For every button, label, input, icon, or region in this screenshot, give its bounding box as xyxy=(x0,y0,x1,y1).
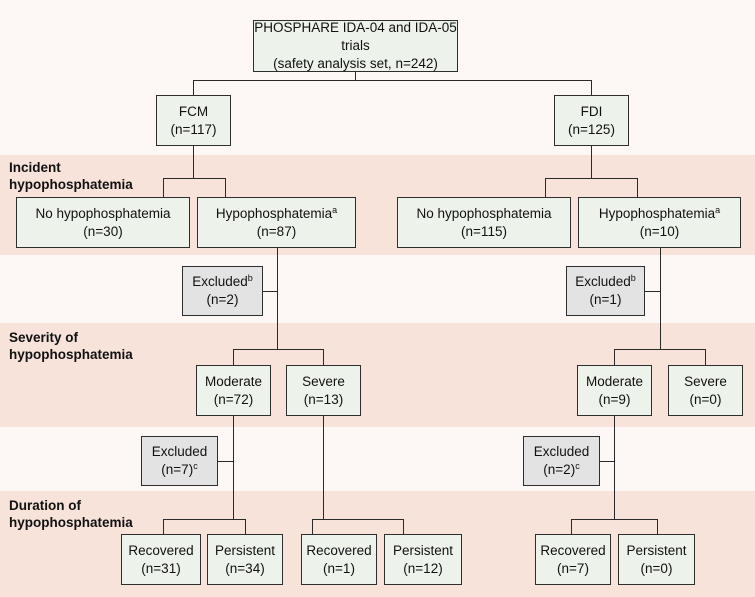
fcm-excluded-1-count: (n=2) xyxy=(206,292,239,307)
fdi-moderate-persistent-count: (n=0) xyxy=(640,560,673,576)
fcm-moderate-recovered-box: Recovered (n=31) xyxy=(121,534,201,585)
fcm-moderate-box: Moderate (n=72) xyxy=(196,365,271,416)
fcm-severe-persistent-box: Persistent (n=12) xyxy=(384,534,462,585)
fcm-moderate-persistent-count: (n=34) xyxy=(225,560,265,576)
fdi-no-hypo-count: (n=115) xyxy=(461,223,507,239)
fcm-excluded-2-label: Excluded xyxy=(151,444,208,459)
trials-title: PHOSPHARE IDA-04 and IDA-05 trials xyxy=(254,20,457,53)
fcm-arm-box: FCM (n=117) xyxy=(156,95,231,146)
fcm-excluded-1-box: Excludedb (n=2) xyxy=(182,266,263,316)
fdi-severe-label: Severe xyxy=(684,373,727,389)
section-label-duration: Duration of hypophosphatemia xyxy=(9,498,133,530)
fcm-no-hypo-count: (n=30) xyxy=(83,223,123,239)
fcm-moderate-persistent-label: Persistent xyxy=(214,542,276,558)
fcm-moderate-recovered-label: Recovered xyxy=(128,542,194,558)
fcm-arm-count: (n=117) xyxy=(170,121,217,137)
fdi-moderate-recovered-count: (n=7) xyxy=(557,560,589,576)
fdi-hypo-count: (n=10) xyxy=(639,223,680,239)
fcm-severe-recovered-count: (n=1) xyxy=(323,560,355,576)
trials-count: (safety analysis set, n=242) xyxy=(273,56,438,71)
fcm-hypo-count: (n=87) xyxy=(256,223,297,239)
fdi-moderate-label: Moderate xyxy=(585,373,644,389)
fdi-excluded-1-count: (n=1) xyxy=(589,292,622,307)
fdi-moderate-box: Moderate (n=9) xyxy=(577,365,652,416)
fcm-severe-recovered-box: Recovered (n=1) xyxy=(301,534,377,585)
fdi-moderate-count: (n=9) xyxy=(598,391,631,407)
fdi-moderate-recovered-label: Recovered xyxy=(540,542,606,558)
fcm-hypo-label: Hypophosphatemiaa xyxy=(215,204,338,221)
fcm-severe-label: Severe xyxy=(302,373,345,389)
fdi-arm-count: (n=125) xyxy=(568,121,615,137)
fcm-moderate-persistent-box: Persistent (n=34) xyxy=(207,534,283,585)
trials-box: PHOSPHARE IDA-04 and IDA-05 trials (safe… xyxy=(253,20,458,72)
fcm-excluded-2-box: Excluded (n=7)c xyxy=(141,436,218,486)
fdi-hypo-box: Hypophosphatemiaa (n=10) xyxy=(578,197,741,248)
fdi-moderate-persistent-label: Persistent xyxy=(626,542,687,558)
fcm-severe-persistent-label: Persistent xyxy=(392,542,454,558)
fdi-moderate-persistent-box: Persistent (n=0) xyxy=(618,534,695,585)
fdi-severe-count: (n=0) xyxy=(689,391,722,407)
section-label-severity: Severity of hypophosphatemia xyxy=(9,330,133,362)
fdi-excluded-1-label: Excludedb xyxy=(575,273,636,289)
fcm-moderate-recovered-count: (n=31) xyxy=(141,560,181,576)
fdi-no-hypo-label: No hypophosphatemia xyxy=(416,205,552,221)
section-label-incident: Incident hypophosphatemia xyxy=(9,160,133,192)
fcm-no-hypo-box: No hypophosphatemia (n=30) xyxy=(16,197,190,248)
fdi-hypo-label: Hypophosphatemiaa xyxy=(598,204,721,221)
fdi-moderate-recovered-box: Recovered (n=7) xyxy=(535,534,611,585)
fcm-excluded-2-count: (n=7)c xyxy=(161,461,198,477)
fdi-excluded-1-box: Excludedb (n=1) xyxy=(566,266,645,316)
fcm-severe-box: Severe (n=13) xyxy=(286,365,361,416)
fcm-severe-persistent-count: (n=12) xyxy=(403,560,443,576)
fcm-severe-count: (n=13) xyxy=(303,391,344,407)
fcm-excluded-1-label: Excludedb xyxy=(192,273,253,289)
fdi-no-hypo-box: No hypophosphatemia (n=115) xyxy=(397,197,571,248)
fcm-hypo-box: Hypophosphatemiaa (n=87) xyxy=(197,197,356,248)
fdi-arm-label: FDI xyxy=(580,103,603,119)
fcm-moderate-count: (n=72) xyxy=(213,391,254,407)
fcm-severe-recovered-label: Recovered xyxy=(306,542,372,558)
fdi-excluded-2-label: Excluded xyxy=(533,444,590,459)
fcm-no-hypo-label: No hypophosphatemia xyxy=(35,205,171,221)
fdi-arm-box: FDI (n=125) xyxy=(554,95,629,146)
fdi-excluded-2-box: Excluded (n=2)c xyxy=(523,436,600,486)
fdi-severe-box: Severe (n=0) xyxy=(668,365,743,416)
fcm-moderate-label: Moderate xyxy=(204,373,263,389)
fcm-arm-label: FCM xyxy=(178,103,209,119)
fdi-excluded-2-count: (n=2)c xyxy=(543,461,580,477)
